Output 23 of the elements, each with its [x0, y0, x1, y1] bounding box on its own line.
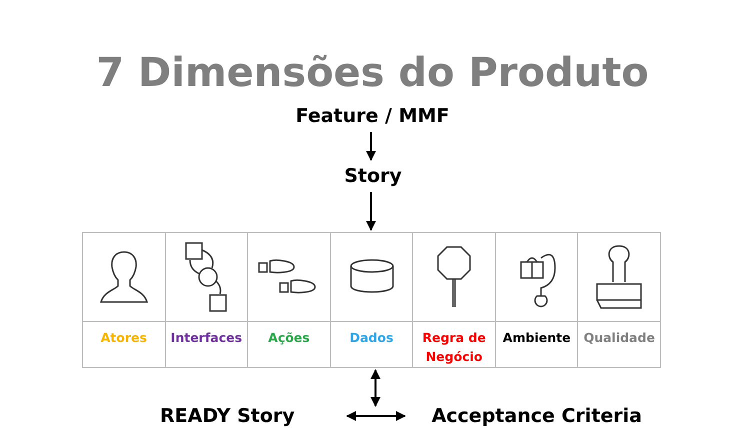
- dimension-label: Ambiente: [502, 329, 572, 347]
- text-label: READY Story: [160, 401, 345, 431]
- text-label: Acceptance Criteria: [407, 401, 642, 431]
- text-label: Feature / MMF: [285, 102, 460, 130]
- text-label: Story: [340, 162, 406, 190]
- dimension-label: Dados: [348, 329, 394, 347]
- table-column: [164, 233, 248, 367]
- dimension-label: Qualidade: [582, 329, 656, 347]
- title: 7 Dimensões do Produto: [95, 49, 650, 98]
- arrow: [370, 369, 380, 407]
- arrow: [366, 132, 376, 161]
- dimension-label: Atores: [100, 329, 148, 347]
- table-column: [577, 233, 660, 367]
- arrow: [366, 192, 376, 231]
- dimension-table: [82, 232, 661, 368]
- table-column: [494, 233, 578, 367]
- table-column: [412, 233, 495, 367]
- arrow: [346, 411, 406, 421]
- table-column: [247, 233, 330, 367]
- dimension-label: Regra de Negócio: [421, 329, 487, 366]
- dimension-label: Ações: [267, 329, 311, 347]
- table-column: [330, 233, 412, 367]
- dimension-label: Interfaces: [170, 329, 244, 347]
